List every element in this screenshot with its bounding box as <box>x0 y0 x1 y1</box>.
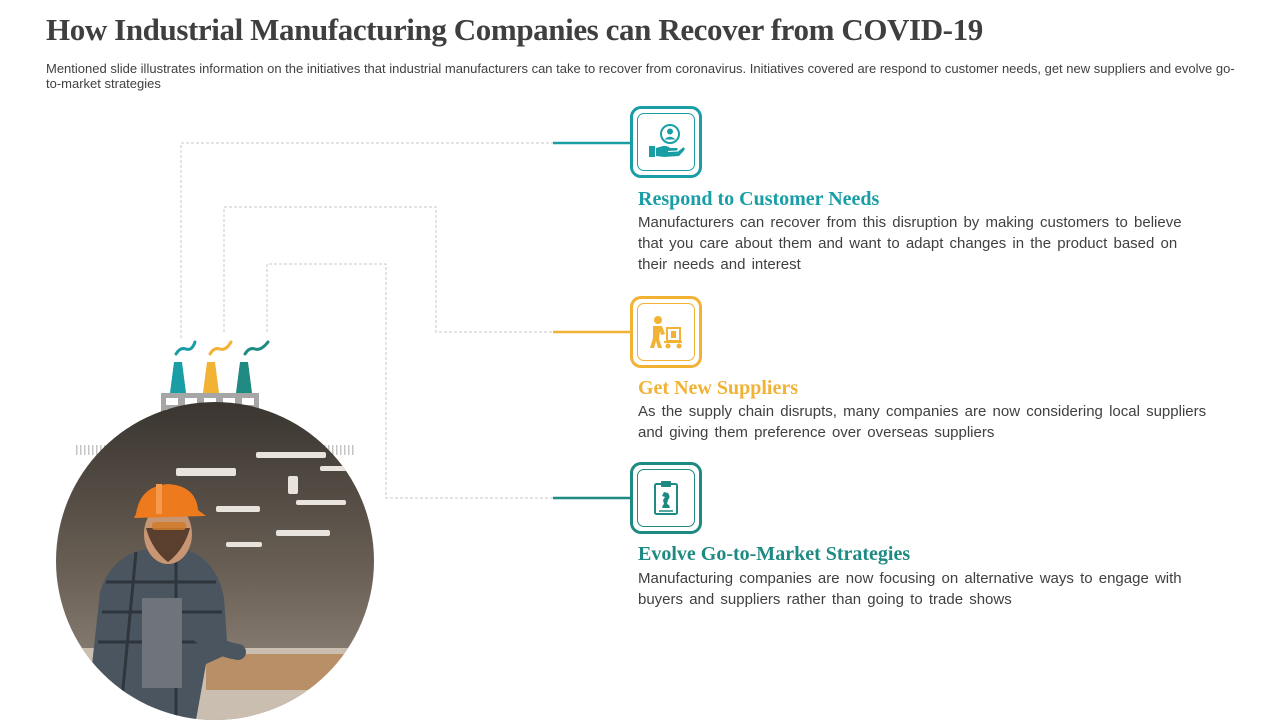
respond-icon-box <box>630 106 702 178</box>
strategy-description: Manufacturing companies are now focusing… <box>638 570 1182 608</box>
worker-photo <box>56 402 374 720</box>
strategy-icon-box <box>630 462 702 534</box>
suppliers-title: Get New Suppliers <box>638 377 798 399</box>
page-title: How Industrial Manufacturing Companies c… <box>46 12 983 47</box>
dashed-connector-2 <box>223 206 553 333</box>
dashed-connector-1 <box>180 142 553 338</box>
suppliers-description: As the supply chain disrupts, many compa… <box>638 403 1207 441</box>
strategy-clipboard-icon <box>654 481 678 515</box>
respond-title: Respond to Customer Needs <box>638 188 880 210</box>
page-subtitle: Mentioned slide illustrates information … <box>46 61 1235 91</box>
worker-cart-icon <box>650 316 682 349</box>
dashed-connector-3 <box>266 263 553 499</box>
suppliers-icon-box <box>630 296 702 368</box>
strategy-title: Evolve Go-to-Market Strategies <box>638 543 911 565</box>
factory-worker-image <box>56 402 374 720</box>
hand-user-icon <box>649 124 685 157</box>
respond-description: Manufacturers can recover from this disr… <box>638 214 1182 273</box>
